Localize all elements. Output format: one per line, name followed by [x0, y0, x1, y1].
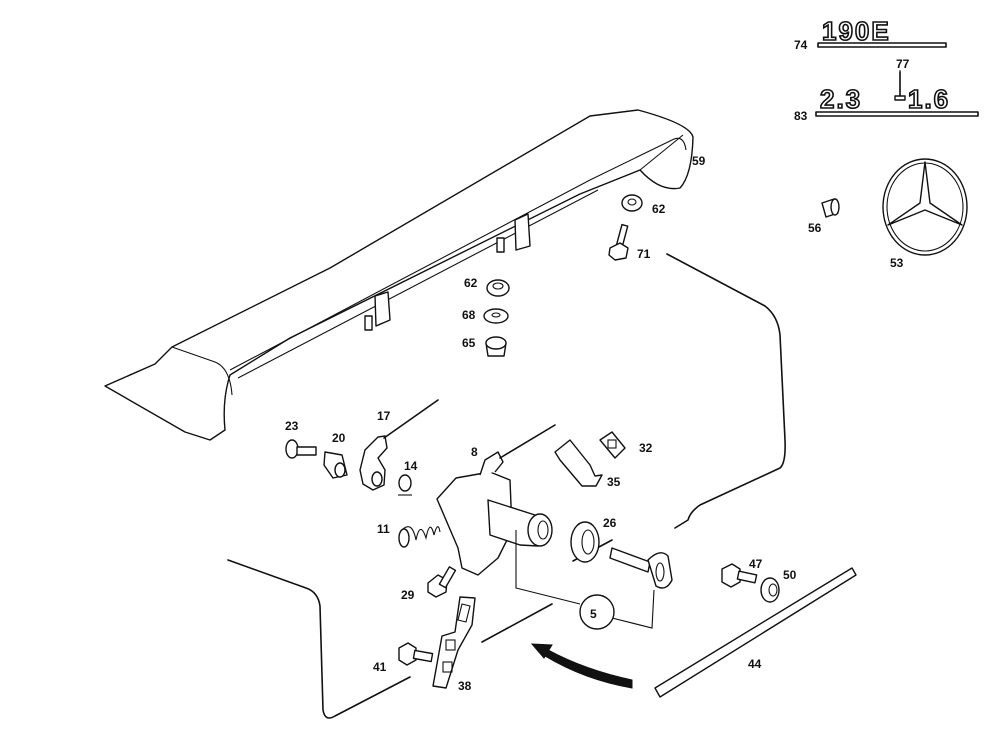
svg-text:2.3: 2.3 [820, 84, 862, 114]
flange-bolt-47 [721, 563, 758, 588]
svg-text:1.6: 1.6 [908, 84, 950, 114]
callout-62-lower: 62 [464, 276, 478, 290]
callout-53: 53 [890, 256, 904, 270]
callout-29: 29 [401, 588, 415, 602]
callout-8: 8 [471, 445, 478, 459]
callout-14: 14 [404, 459, 418, 473]
grommet-upper [621, 194, 643, 212]
spring [398, 526, 441, 548]
countersunk-screw [285, 439, 317, 459]
washer [483, 308, 509, 324]
lock-group-bracket [515, 530, 655, 630]
bushing-nut-50 [760, 577, 780, 603]
callout-20: 20 [332, 431, 346, 445]
trim-strip [654, 567, 857, 698]
callout-71: 71 [637, 247, 651, 261]
callout-38: 38 [458, 679, 472, 693]
svg-text:190E: 190E [822, 16, 891, 46]
callout-50: 50 [783, 568, 797, 582]
bracket-wire [554, 439, 603, 487]
callout-47: 47 [749, 557, 763, 571]
assembly-arrow [530, 643, 633, 689]
callout-44: 44 [748, 657, 762, 671]
flange-bolt-upper [608, 223, 629, 261]
actuating-rod [359, 399, 439, 491]
grommet-lower [486, 279, 510, 297]
engine-badge: 2.3 1.6 [815, 71, 979, 117]
retainer-clip [398, 474, 412, 496]
callout-59: 59 [692, 154, 706, 168]
model-badge: 190E [817, 15, 947, 48]
key [609, 547, 673, 589]
callout-56: 56 [808, 221, 822, 235]
callout-23: 23 [285, 419, 299, 433]
emblem-grommet [821, 198, 840, 218]
callout-83: 83 [794, 109, 808, 123]
callout-41: 41 [373, 660, 387, 674]
seal-ring [570, 521, 600, 563]
callout-11: 11 [377, 522, 390, 536]
rear-spoiler [104, 109, 694, 441]
callout-68: 68 [462, 308, 476, 322]
clip-nut [599, 431, 626, 459]
lock-cylinder-housing [436, 424, 556, 576]
callout-26: 26 [603, 516, 617, 530]
callout-62-upper: 62 [652, 202, 666, 216]
callout-35: 35 [607, 475, 621, 489]
cap-nut [485, 336, 507, 357]
hex-bolt-29 [427, 566, 457, 598]
callout-65: 65 [462, 336, 476, 350]
hex-bolt-41 [398, 642, 434, 666]
callout-32: 32 [639, 441, 653, 455]
callout-74: 74 [794, 38, 808, 52]
striker-plate [432, 596, 476, 689]
star-emblem [882, 158, 968, 256]
bushing [323, 451, 348, 479]
callout-labels: 5 8 11 14 17 20 23 26 29 32 35 38 41 44 … [285, 38, 910, 693]
callout-5: 5 [590, 607, 597, 621]
callout-17: 17 [377, 409, 391, 423]
callout-77: 77 [896, 57, 910, 71]
